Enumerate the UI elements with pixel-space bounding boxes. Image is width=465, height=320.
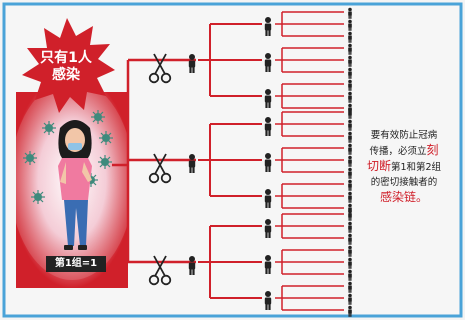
contact-tree bbox=[128, 7, 352, 317]
note-highlight: 刻 bbox=[426, 143, 439, 157]
infected-woman-figure bbox=[58, 120, 92, 250]
burst-label: 只有1人 感染 bbox=[30, 50, 102, 84]
note-line-2: 传播，必须立刻 bbox=[358, 143, 450, 159]
note-line-1: 要有效防止冠病 bbox=[370, 130, 438, 141]
virus-icon bbox=[30, 189, 46, 205]
note-highlight-chain: 感染链。 bbox=[379, 190, 428, 204]
virus-icon bbox=[98, 130, 114, 146]
note-line-3: 切断第1和第2组 bbox=[358, 159, 450, 175]
note-line-3-text: 第1和第2组 bbox=[390, 162, 442, 173]
burst-line-2: 感染 bbox=[52, 67, 80, 83]
note-line-2-text: 传播，必须立 bbox=[369, 146, 427, 157]
virus-icon bbox=[22, 150, 38, 166]
burst-line-1: 只有1人 bbox=[40, 50, 92, 66]
advice-note: 要有效防止冠病 传播，必须立刻 切断第1和第2组 的密切接触者的 感染链。 bbox=[358, 128, 450, 205]
virus-icon bbox=[90, 109, 106, 125]
group-label: 第1组=1 bbox=[46, 256, 106, 272]
virus-icon bbox=[97, 154, 113, 170]
note-line-4: 的密切接触者的 bbox=[370, 177, 438, 188]
virus-icon bbox=[41, 120, 57, 136]
starburst-badge bbox=[22, 18, 115, 113]
note-highlight: 切断 bbox=[366, 159, 391, 173]
